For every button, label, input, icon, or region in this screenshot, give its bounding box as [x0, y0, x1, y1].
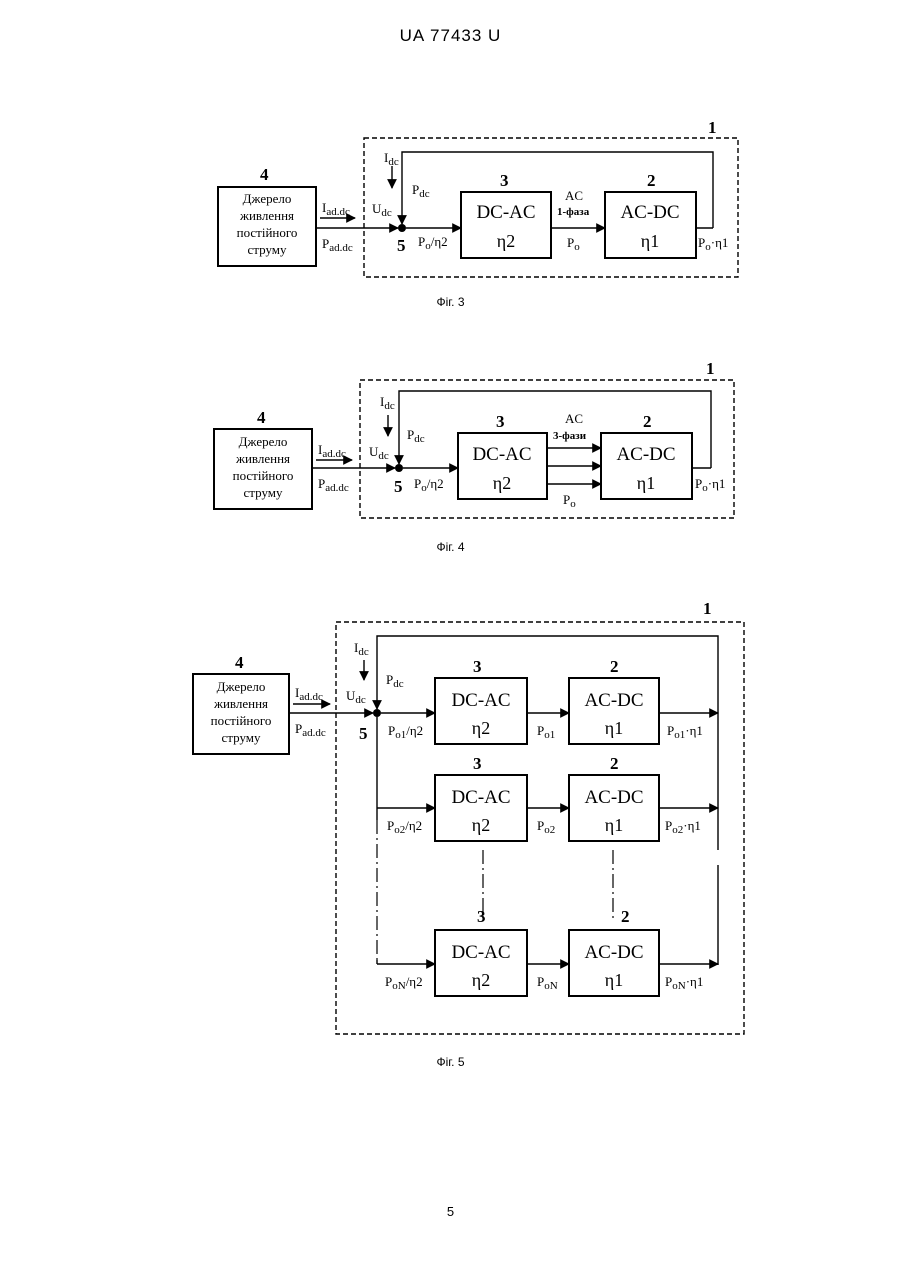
source-line-2: живлення [239, 208, 294, 223]
output-label: Po·η1 [698, 235, 728, 253]
ac-dc-eta: η1 [637, 473, 655, 493]
source-number: 4 [257, 408, 266, 427]
idc-label: Idc [354, 640, 369, 658]
ac-dc-label: AC-DC [620, 202, 679, 223]
figure-3-caption: Фіг. 3 [0, 295, 901, 309]
source-line-4: струму [244, 485, 283, 500]
dc-ac-eta: η2 [497, 231, 515, 251]
rowN-ac-dc-number: 2 [621, 907, 630, 926]
source-line-1: Джерело [217, 679, 266, 694]
source-number: 4 [260, 165, 269, 184]
page-number: 5 [0, 1204, 901, 1219]
figure-5-caption: Фіг. 5 [0, 1055, 901, 1069]
po-label: Po [567, 235, 580, 253]
rowN-output-label: PoN·η1 [665, 974, 703, 992]
node-5 [395, 464, 403, 472]
pad-label: Pad.dc [295, 721, 326, 739]
node-number: 5 [397, 236, 406, 255]
phase-label: 3-фази [553, 430, 587, 442]
rowN-mid-label: PoN [537, 974, 558, 992]
row2-output-label: Po2·η1 [665, 818, 701, 836]
pdc-label: Pdc [386, 672, 404, 690]
po-eta2-label: Po/η2 [418, 234, 448, 252]
row2-ac-dc-label: AC-DC [584, 787, 643, 808]
pdc-label: Pdc [407, 427, 425, 445]
row1-input-label: Po1/η2 [388, 723, 423, 741]
ac-dc-label: AC-DC [616, 444, 675, 465]
system-number: 1 [703, 599, 712, 618]
row1-ac-dc-number: 2 [610, 657, 619, 676]
row2-dc-ac-label: DC-AC [451, 787, 510, 808]
dc-ac-eta: η2 [493, 473, 511, 493]
idc-label: Idc [380, 394, 395, 412]
row1-dc-ac-label: DC-AC [451, 690, 510, 711]
source-line-3: постійного [237, 225, 298, 240]
iad-label: Iad.dc [322, 200, 350, 218]
po-eta2-label: Po/η2 [414, 476, 444, 494]
rowN-ac-dc-label: AC-DC [584, 942, 643, 963]
ac-label: AC [565, 411, 583, 426]
ac-dc-number: 2 [647, 171, 656, 190]
source-line-3: постійного [233, 468, 294, 483]
row2-ac-dc-number: 2 [610, 754, 619, 773]
row1-dc-ac-eta: η2 [472, 718, 490, 738]
row1-output-label: Po1·η1 [667, 723, 703, 741]
phase-label: 1-фаза [557, 206, 590, 218]
iad-label: Iad.dc [295, 685, 323, 703]
document-header: UA 77433 U [0, 26, 901, 46]
udc-label: Udc [346, 688, 366, 706]
row2-dc-ac-eta: η2 [472, 815, 490, 835]
node-number: 5 [359, 724, 368, 743]
source-line-2: живлення [213, 696, 268, 711]
node-number: 5 [394, 477, 403, 496]
row1-ac-dc-label: AC-DC [584, 690, 643, 711]
figure-4-caption: Фіг. 4 [0, 540, 901, 554]
row2-input-label: Po2/η2 [387, 818, 422, 836]
udc-label: Udc [372, 201, 392, 219]
source-line-3: постійного [211, 713, 272, 728]
pad-label: Pad.dc [318, 476, 349, 494]
source-line-4: струму [222, 730, 261, 745]
dc-ac-number: 3 [500, 171, 509, 190]
source-line-1: Джерело [239, 434, 288, 449]
node-5 [398, 224, 406, 232]
figure-3-diagram: 1 Джерело живлення постійного струму 4 I… [0, 110, 901, 300]
node-5 [373, 709, 381, 717]
system-number: 1 [708, 118, 717, 137]
idc-label: Idc [384, 150, 399, 168]
dc-ac-label: DC-AC [472, 444, 531, 465]
row1-dc-ac-number: 3 [473, 657, 482, 676]
ac-dc-number: 2 [643, 412, 652, 431]
dc-ac-label: DC-AC [476, 202, 535, 223]
rowN-dc-ac-number: 3 [477, 907, 486, 926]
udc-label: Udc [369, 444, 389, 462]
rowN-ac-dc-eta: η1 [605, 970, 623, 990]
ac-label: AC [565, 188, 583, 203]
output-label: Po·η1 [695, 476, 725, 494]
pdc-label: Pdc [412, 182, 430, 200]
system-number: 1 [706, 359, 715, 378]
row2-ac-dc-eta: η1 [605, 815, 623, 835]
source-line-4: струму [248, 242, 287, 257]
iad-label: Iad.dc [318, 442, 346, 460]
po-label: Po [563, 492, 576, 510]
source-line-1: Джерело [243, 191, 292, 206]
source-line-2: живлення [235, 451, 290, 466]
source-number: 4 [235, 653, 244, 672]
dc-ac-number: 3 [496, 412, 505, 431]
figure-5-diagram: 1 Джерело живлення постійного струму 4 I… [0, 595, 901, 1045]
row1-ac-dc-eta: η1 [605, 718, 623, 738]
row1-mid-label: Po1 [537, 723, 555, 741]
rowN-input-label: PoN/η2 [385, 974, 423, 992]
ac-dc-eta: η1 [641, 231, 659, 251]
pad-label: Pad.dc [322, 236, 353, 254]
figure-4-diagram: 1 Джерело живлення постійного струму 4 I… [0, 355, 901, 535]
row2-mid-label: Po2 [537, 818, 555, 836]
rowN-dc-ac-eta: η2 [472, 970, 490, 990]
row2-dc-ac-number: 3 [473, 754, 482, 773]
rowN-dc-ac-label: DC-AC [451, 942, 510, 963]
